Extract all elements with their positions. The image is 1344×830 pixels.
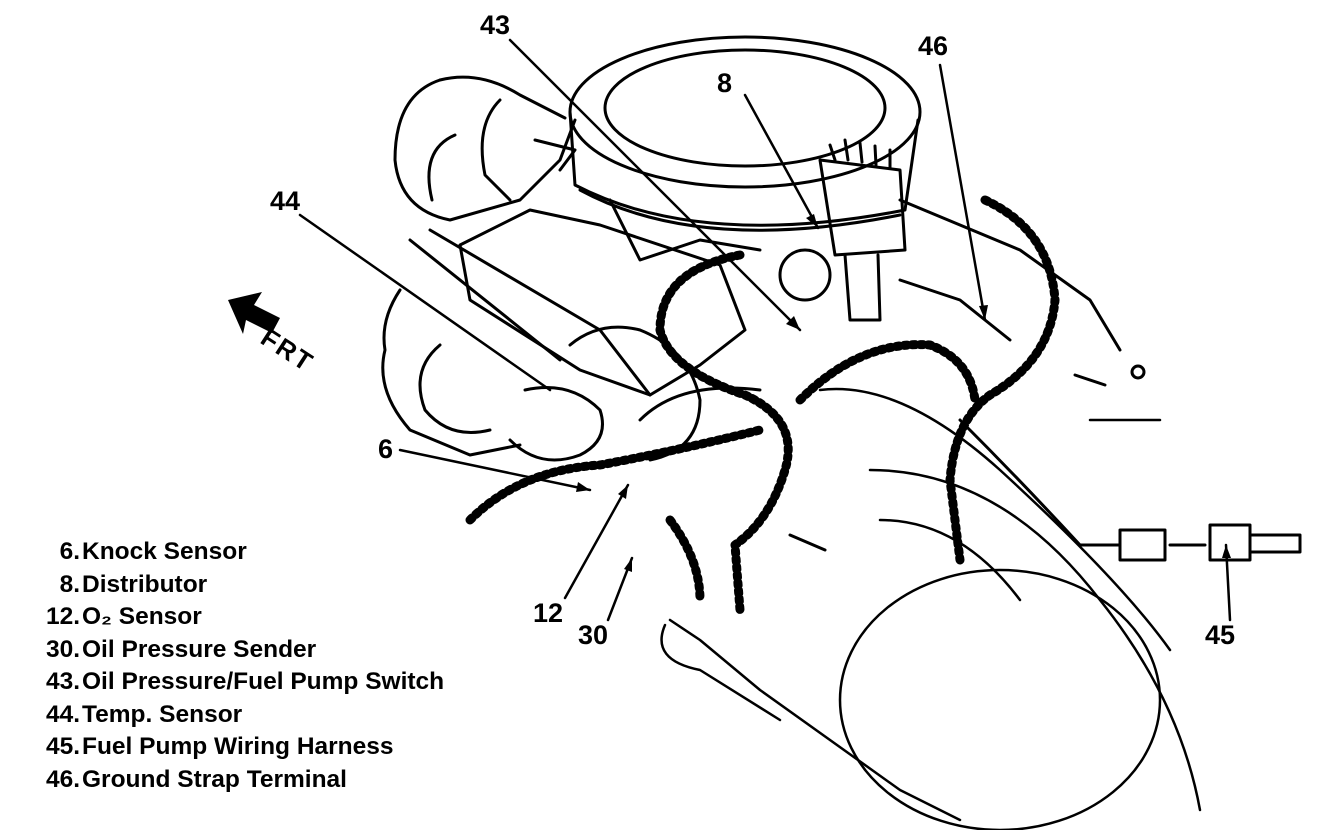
bolts [788, 364, 1146, 552]
legend-number: 8. [59, 570, 80, 598]
legend-label: Temp. Sensor [82, 700, 243, 728]
callout-6: 6 [378, 434, 394, 464]
air-cleaner [568, 35, 922, 232]
leader-arrowheads [576, 214, 1231, 572]
legend-number: 43. [45, 668, 80, 695]
callout-45: 45 [1205, 620, 1236, 650]
legend-number: 30. [45, 635, 80, 663]
fuel-pump-connector [1118, 523, 1302, 562]
legend-label: Distributor [82, 570, 208, 598]
front-arrow-icon [228, 292, 280, 334]
callout-12: 12 [533, 598, 564, 628]
legend-label: Knock Sensor [82, 538, 247, 565]
callout-46: 46 [918, 31, 949, 61]
legend-number: 12. [45, 603, 80, 630]
legend-number: 44. [45, 700, 80, 728]
legend-label: Oil Pressure Sender [82, 635, 317, 663]
callout-30: 30 [578, 620, 609, 650]
transmission [660, 387, 1202, 830]
legend-label: Fuel Pump Wiring Harness [82, 733, 394, 760]
wiring-harness [465, 195, 1060, 615]
legend-label: O₂ Sensor [82, 603, 202, 630]
legend-number: 46. [45, 765, 80, 793]
distributor [778, 138, 907, 322]
legend-label: Ground Strap Terminal [82, 765, 347, 793]
leader-lines [298, 38, 1232, 622]
legend-number: 6. [59, 538, 80, 565]
air-intake-snorkel [393, 75, 577, 222]
callout-44: 44 [270, 186, 301, 216]
callout-8: 8 [717, 68, 733, 98]
legend-label: Oil Pressure/Fuel Pump Switch [82, 668, 445, 695]
wire-loops [508, 325, 1122, 547]
callout-43: 43 [480, 10, 511, 40]
engine-block [381, 198, 1122, 457]
legend-number: 45. [45, 733, 80, 760]
